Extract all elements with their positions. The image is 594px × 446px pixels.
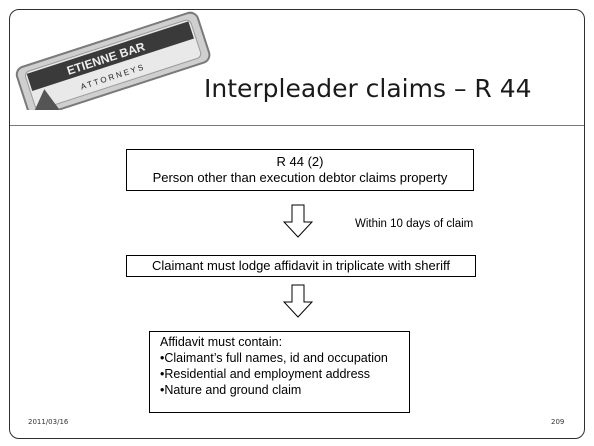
flow-step-claim-rule: R 44 (2) [276, 154, 324, 169]
company-logo: ETIENNE BAR A T T O R N E Y S [15, 11, 211, 110]
footer-date: 2011/03/16 [28, 418, 69, 426]
flow-step-affidavit: Claimant must lodge affidavit in triplic… [126, 255, 476, 277]
title-divider [10, 125, 584, 126]
arrow-time-note: Within 10 days of claim [355, 218, 474, 230]
contents-bullet: •Residential and employment address [160, 367, 371, 381]
down-arrow-icon [283, 284, 313, 318]
contents-bullet: •Nature and ground claim [160, 383, 302, 397]
slide-frame [9, 9, 585, 439]
slide-title: Interpleader claims – R 44 [204, 74, 532, 103]
contents-bullet: •Claimant’s full names, id and occupatio… [160, 351, 388, 365]
down-arrow-icon [283, 204, 313, 238]
page-number: 209 [551, 418, 565, 426]
contents-heading: Affidavit must contain: [160, 335, 283, 349]
flow-step-claim-text: Person other than execution debtor claim… [152, 170, 448, 185]
flow-step-claim: R 44 (2) Person other than execution deb… [126, 149, 474, 191]
flow-step-contents: Affidavit must contain: •Claimant’s full… [149, 331, 410, 413]
